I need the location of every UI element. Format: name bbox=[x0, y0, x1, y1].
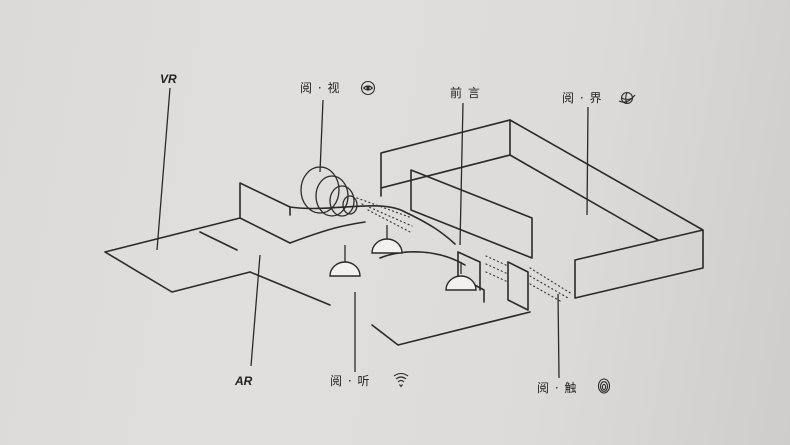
leader-lines bbox=[156, 87, 589, 379]
bottom-floor bbox=[371, 311, 531, 346]
dome-lamp-1 bbox=[329, 261, 361, 277]
corridor-curve-wall bbox=[289, 205, 456, 245]
dome-lamp-2 bbox=[371, 238, 403, 254]
label-view: 阅 · 视 bbox=[300, 80, 340, 95]
label-ar: AR bbox=[234, 374, 253, 388]
sound-wave-icon bbox=[393, 372, 409, 388]
spiral-tunnel bbox=[300, 166, 358, 217]
back-wall bbox=[380, 119, 511, 197]
label-preface: 前 言 bbox=[450, 85, 481, 100]
globe-icon bbox=[618, 91, 636, 105]
left-wall bbox=[239, 182, 291, 244]
panel-right bbox=[507, 261, 529, 311]
label-vr: VR bbox=[160, 72, 177, 86]
corridor-lower-wall bbox=[379, 251, 466, 266]
right-platform bbox=[509, 119, 704, 299]
label-listen: 阅 · 听 bbox=[330, 374, 370, 388]
eye-icon bbox=[360, 80, 376, 96]
label-touch: 阅 · 触 bbox=[537, 381, 577, 395]
dome-lamp-3 bbox=[445, 275, 477, 291]
middle-wall bbox=[410, 169, 533, 259]
vr-partition bbox=[199, 231, 238, 251]
floor-plan-outline bbox=[104, 119, 704, 346]
vr-floor bbox=[104, 217, 331, 306]
dotted-walkways bbox=[356, 197, 573, 303]
corridor-inner-curve bbox=[289, 221, 366, 244]
fingerprint-icon bbox=[597, 378, 611, 394]
label-world: 阅 · 界 bbox=[562, 91, 602, 105]
diagram-labels: VR AR 阅 · 视 阅 · 听 前 言 阅 · 界 阅 · 触 bbox=[160, 72, 602, 395]
dome-lamps bbox=[329, 225, 477, 291]
